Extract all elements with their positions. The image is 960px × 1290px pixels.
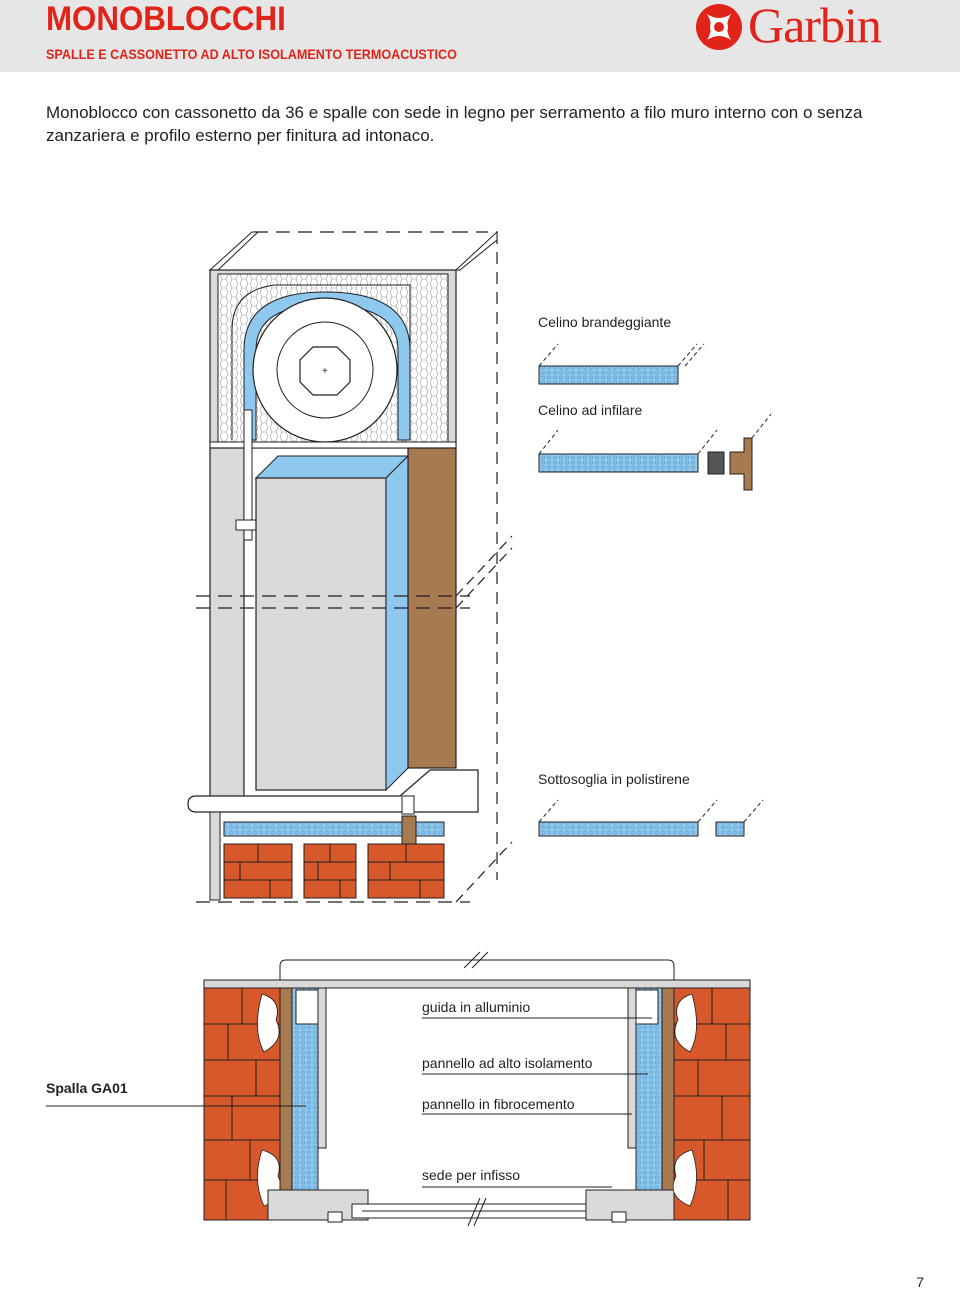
- label-celino-infilare: Celino ad infilare: [538, 402, 643, 418]
- description-text: Monoblocco con cassonetto da 36 e spalle…: [46, 103, 863, 145]
- brand-name: Garbin: [748, 0, 882, 53]
- section-view: +: [187, 230, 513, 903]
- label-celino-brandeggiante: Celino brandeggiante: [538, 314, 672, 330]
- garbin-logo-icon: [696, 4, 742, 50]
- label-sede-infisso: sede per infisso: [422, 1167, 521, 1183]
- page-title: MONOBLOCCHI: [46, 0, 286, 38]
- page-number: 7: [916, 1274, 924, 1290]
- svg-text:+: +: [322, 366, 328, 377]
- page-subtitle: SPALLE E CASSONETTO AD ALTO ISOLAMENTO T…: [46, 46, 457, 62]
- label-sottosoglia: Sottosoglia in polistirene: [538, 771, 690, 787]
- label-spalla: Spalla GA01: [46, 1080, 128, 1096]
- label-pannello-fibro: pannello in fibrocemento: [422, 1096, 575, 1112]
- label-pannello-isolamento: pannello ad alto isolamento: [422, 1055, 593, 1071]
- celino-brandeggiante-detail: [538, 343, 705, 385]
- label-guida: guida in alluminio: [422, 999, 531, 1015]
- plan-view: [46, 951, 751, 1227]
- page-header: MONOBLOCCHI SPALLE E CASSONETTO AD ALTO …: [0, 0, 960, 72]
- brand-logo: Garbin: [693, 0, 923, 56]
- celino-infilare-detail: [538, 413, 772, 491]
- sottosoglia-detail: [538, 799, 764, 837]
